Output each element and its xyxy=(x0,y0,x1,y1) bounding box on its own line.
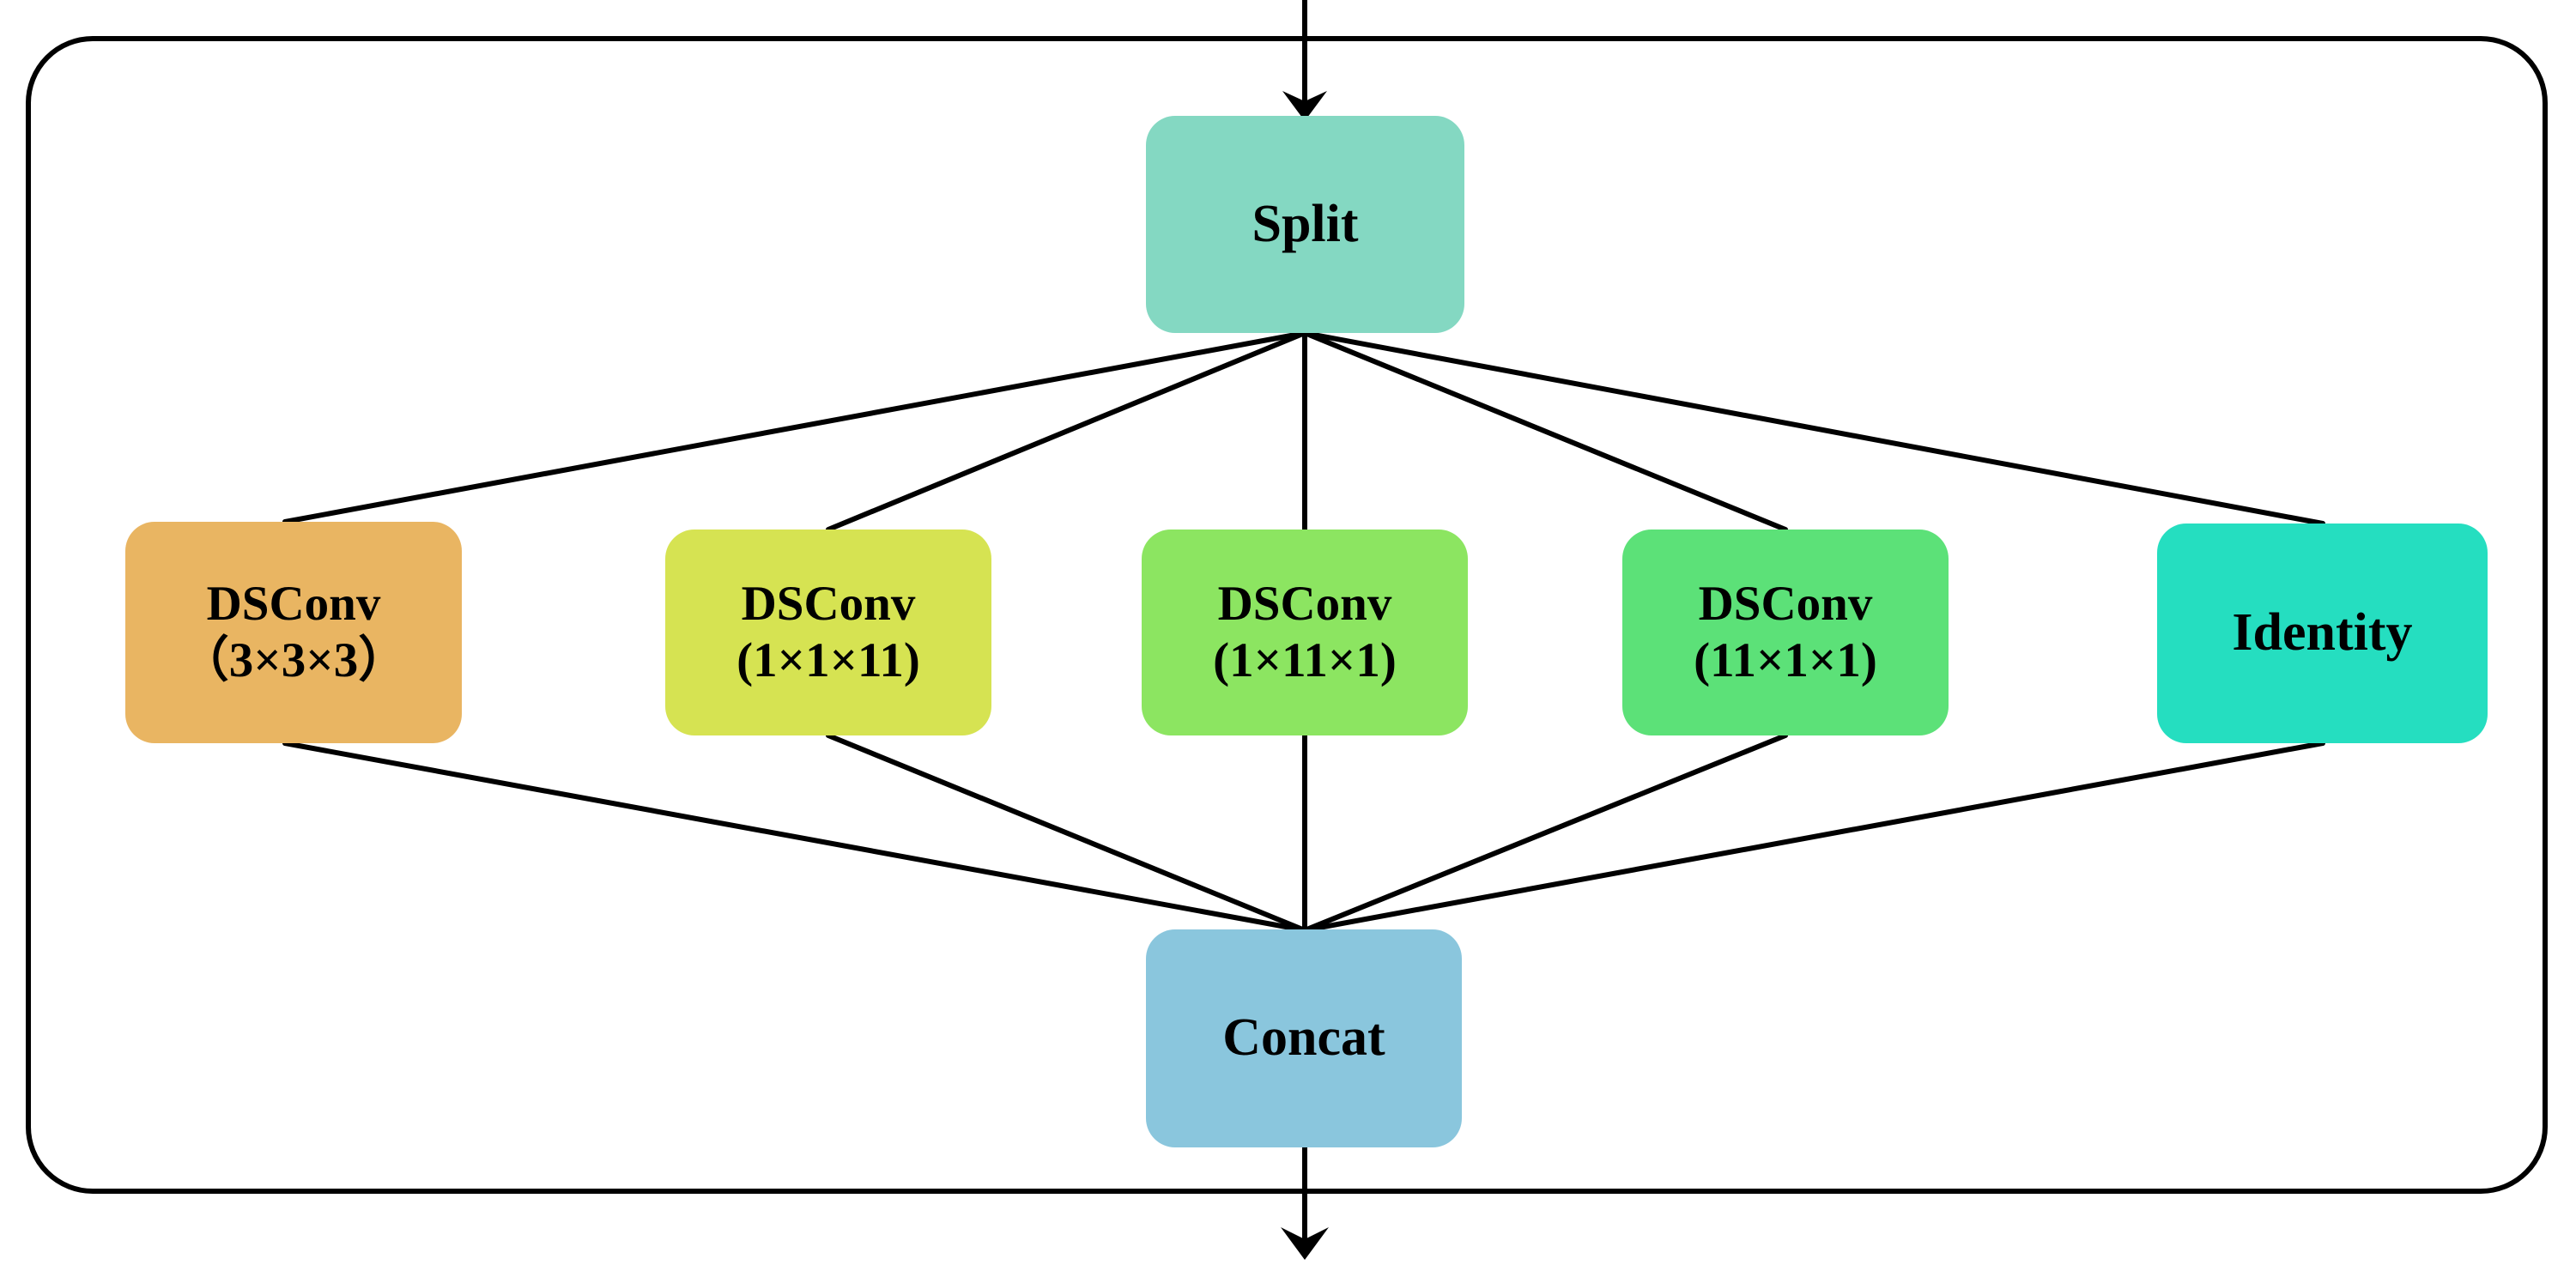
edge-identity-to-concat xyxy=(1302,741,2325,933)
edge-split-to-dsconv-11x1x1 xyxy=(1302,330,1788,532)
edge-dsconv-1x1x11-to-concat xyxy=(826,733,1307,933)
node-dsconv-11x1x1[interactable]: DSConv (11×1×1) xyxy=(1622,530,1949,735)
node-dsconv-1x1x11-title: DSConv xyxy=(741,576,916,631)
split-fanout-edges xyxy=(282,330,2325,532)
node-concat[interactable]: Concat xyxy=(1146,929,1462,1147)
node-split[interactable]: Split xyxy=(1146,116,1464,333)
node-dsconv-3x3x3-kernel: （3×3×3） xyxy=(179,633,408,687)
node-dsconv-1x11x1-title: DSConv xyxy=(1217,576,1392,631)
input-arrow xyxy=(1282,0,1327,121)
node-split-label: Split xyxy=(1252,194,1359,253)
node-dsconv-11x1x1-kernel: (11×1×1) xyxy=(1694,633,1877,687)
node-dsconv-3x3x3[interactable]: DSConv （3×3×3） xyxy=(125,522,462,743)
edge-dsconv-11x1x1-to-concat xyxy=(1302,733,1788,933)
edge-dsconv-3x3x3-to-concat xyxy=(282,741,1307,933)
node-dsconv-1x11x1-kernel: (1×11×1) xyxy=(1213,633,1397,687)
node-identity-label: Identity xyxy=(2232,603,2413,663)
node-dsconv-1x1x11-kernel: (1×1×11) xyxy=(736,633,920,687)
concat-fanin-edges xyxy=(282,733,2325,933)
edge-split-to-identity xyxy=(1302,330,2325,526)
node-dsconv-11x1x1-title: DSConv xyxy=(1698,576,1873,631)
node-concat-label: Concat xyxy=(1222,1008,1385,1068)
node-identity[interactable]: Identity xyxy=(2157,524,2488,743)
node-dsconv-1x1x11[interactable]: DSConv (1×1×11) xyxy=(665,530,991,735)
node-dsconv-1x11x1[interactable]: DSConv (1×11×1) xyxy=(1142,530,1468,735)
edge-split-to-dsconv-1x1x11 xyxy=(826,330,1307,532)
output-arrow xyxy=(1281,1147,1329,1260)
edge-split-to-dsconv-3x3x3 xyxy=(282,330,1307,524)
node-dsconv-3x3x3-title: DSConv xyxy=(206,576,381,631)
